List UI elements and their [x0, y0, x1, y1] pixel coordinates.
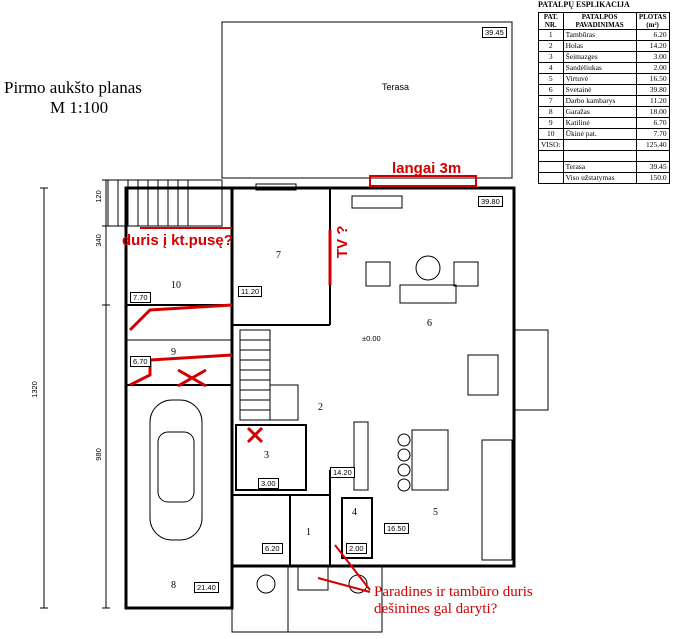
legend-title: PATALPŲ ESPLIKACIJA [538, 0, 630, 9]
dimension-980: 980 [93, 448, 103, 461]
legend-name: Virtuvė [562, 73, 637, 85]
legend-area: 6.70 [635, 117, 670, 129]
plan-title: Pirmo aukšto planas [4, 78, 142, 97]
room-number-2: 2 [318, 402, 323, 413]
legend-area: 14.20 [635, 40, 670, 52]
dimension-1320: 1320 [29, 381, 39, 398]
terrace-outline [221, 21, 513, 179]
legend-area: 11.20 [635, 95, 670, 107]
legend-nr: 9 [538, 117, 564, 129]
level-mark: ±0.00 [362, 334, 381, 343]
legend-nr: 1 [538, 29, 564, 41]
room-number-6: 6 [427, 318, 432, 329]
legend-built-value: 150.0 [635, 172, 670, 184]
legend-name: Tambūras [562, 29, 637, 41]
annotation-windows: langai 3m [392, 160, 462, 177]
legend-name: Darbo kambarys [562, 95, 637, 107]
legend-blank-row [538, 150, 670, 162]
dimension-340: 340 [93, 234, 103, 247]
legend-table: PAT. NR. PATALPOS PAVADINIMAS PLOTAS (m²… [538, 12, 670, 184]
room-number-3: 3 [264, 450, 269, 461]
legend-name: Garažas [562, 106, 637, 118]
legend-header-row: PAT. NR. PATALPOS PAVADINIMAS PLOTAS (m²… [538, 12, 670, 30]
legend-terrace-value: 39.45 [635, 161, 670, 173]
area-8: 21.40 [194, 582, 219, 593]
room-number-8: 8 [171, 580, 176, 591]
terrace-label: Terasa [382, 82, 410, 92]
room-number-10: 10 [171, 280, 181, 291]
legend-terrace-label: Terasa [562, 161, 637, 173]
area-6: 39.80 [478, 196, 503, 207]
room-number-7: 7 [276, 250, 281, 261]
legend-name: Svetainė [562, 84, 637, 96]
annotation-door: duris į kt.pusę? [122, 232, 233, 249]
garage-wing-wall [124, 186, 234, 610]
area-2: 14.20 [330, 467, 355, 478]
legend-header-nr: PAT. NR. [538, 12, 564, 30]
annotation-tv: TV ? [334, 225, 351, 259]
legend-area: 2.00 [635, 62, 670, 74]
room-number-5: 5 [433, 507, 438, 518]
legend-nr: 3 [538, 51, 564, 63]
area-10: 7.70 [130, 292, 151, 303]
legend-nr: 7 [538, 95, 564, 107]
legend-total-label: VISO: [538, 139, 564, 151]
legend-name: Holas [562, 40, 637, 52]
room-number-1: 1 [306, 527, 311, 538]
outside-stair-block [107, 179, 223, 227]
annotation-entrance-line2: dešinines gal daryti? [374, 601, 498, 617]
legend-nr: 2 [538, 40, 564, 52]
legend-name: Katilinė [562, 117, 637, 129]
legend-name: Ūkinė pat. [562, 128, 637, 140]
area-4: 2.00 [346, 543, 367, 554]
legend-total-empty [562, 139, 637, 151]
legend-area: 7.70 [635, 128, 670, 140]
terrace-area: 39.45 [482, 27, 507, 38]
plan-scale: M 1:100 [50, 98, 109, 117]
area-1: 6.20 [262, 543, 283, 554]
dimension-120: 120 [93, 190, 103, 203]
legend-header-name: PATALPOS PAVADINIMAS [562, 12, 637, 30]
area-3: 3.00 [258, 478, 279, 489]
legend-total-value: 125.40 [635, 139, 670, 151]
legend-nr: 6 [538, 84, 564, 96]
legend-built-label: Viso užstatymas [562, 172, 637, 184]
room-number-9: 9 [171, 347, 176, 358]
area-5: 16.50 [384, 523, 409, 534]
legend-nr: 5 [538, 73, 564, 85]
legend-area: 16.50 [635, 73, 670, 85]
room-number-4: 4 [352, 507, 357, 518]
legend-area: 3.00 [635, 51, 670, 63]
legend-area: 18.00 [635, 106, 670, 118]
area-7: 11.20 [238, 286, 263, 297]
legend-nr: 10 [538, 128, 564, 140]
legend-name: Šeimazges [562, 51, 637, 63]
legend-nr: 8 [538, 106, 564, 118]
legend-header-area: PLOTAS (m²) [635, 12, 670, 30]
legend-name: Sandėliukas [562, 62, 637, 74]
legend-area: 39.80 [635, 84, 670, 96]
legend-nr: 4 [538, 62, 564, 74]
legend-area: 6.20 [635, 29, 670, 41]
area-9: 6.70 [130, 356, 151, 367]
legend-total-row: VISO: 125.40 [538, 139, 670, 151]
annotation-entrance-line1: Paradines ir tambūro duris [374, 584, 533, 600]
